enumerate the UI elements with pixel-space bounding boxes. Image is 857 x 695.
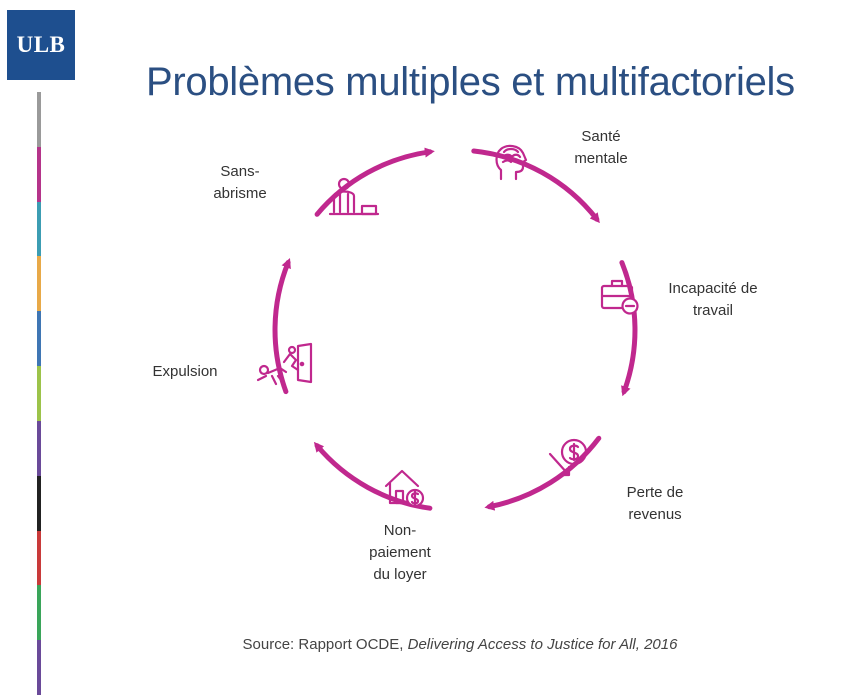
cycle-arrow xyxy=(272,257,291,395)
page-title: Problèmes multiples et multifactoriels xyxy=(146,60,795,104)
label-perte-de-revenus: Perte de revenus xyxy=(626,484,684,523)
label-expulsion: Expulsion xyxy=(152,363,218,380)
sidebar-segment xyxy=(37,420,41,477)
cycle-arrow xyxy=(314,147,435,217)
source-title: Delivering Access to Justice for All, 20… xyxy=(407,636,678,653)
sidebar-segment xyxy=(37,92,41,148)
sidebar-segment xyxy=(37,256,41,312)
cycle-arrow xyxy=(619,260,638,397)
eviction-door-icon xyxy=(256,342,313,386)
briefcase-minus-icon xyxy=(600,279,639,315)
homeless-person-icon xyxy=(328,177,380,216)
label-sante-mentale: Santé mentale xyxy=(574,128,628,167)
label-incapacite-de-travail: Incapacité de travail xyxy=(668,280,758,319)
head-brain-icon xyxy=(495,144,528,181)
sidebar-segment xyxy=(37,366,41,422)
source-prefix: Source: Rapport OCDE, xyxy=(242,636,408,653)
sidebar-segment xyxy=(37,475,41,532)
source-citation: Source: Rapport OCDE, Delivering Access … xyxy=(160,636,760,653)
sidebar-segment xyxy=(37,201,41,257)
ulb-logo: ULB xyxy=(7,10,75,80)
sidebar-segment xyxy=(37,640,41,695)
cycle-arrow xyxy=(471,148,600,224)
label-sans-abrisme: Sans- abrisme xyxy=(213,163,267,202)
sidebar-segment xyxy=(37,311,41,367)
sidebar-segment xyxy=(37,585,41,641)
house-dollar-icon xyxy=(384,469,425,508)
sidebar-segment xyxy=(37,530,41,586)
cycle-arrow xyxy=(484,435,602,511)
sidebar-segment xyxy=(37,146,41,203)
dollar-down-icon xyxy=(548,438,588,477)
label-non-paiement-du-loyer: Non- paiement du loyer xyxy=(369,522,431,583)
